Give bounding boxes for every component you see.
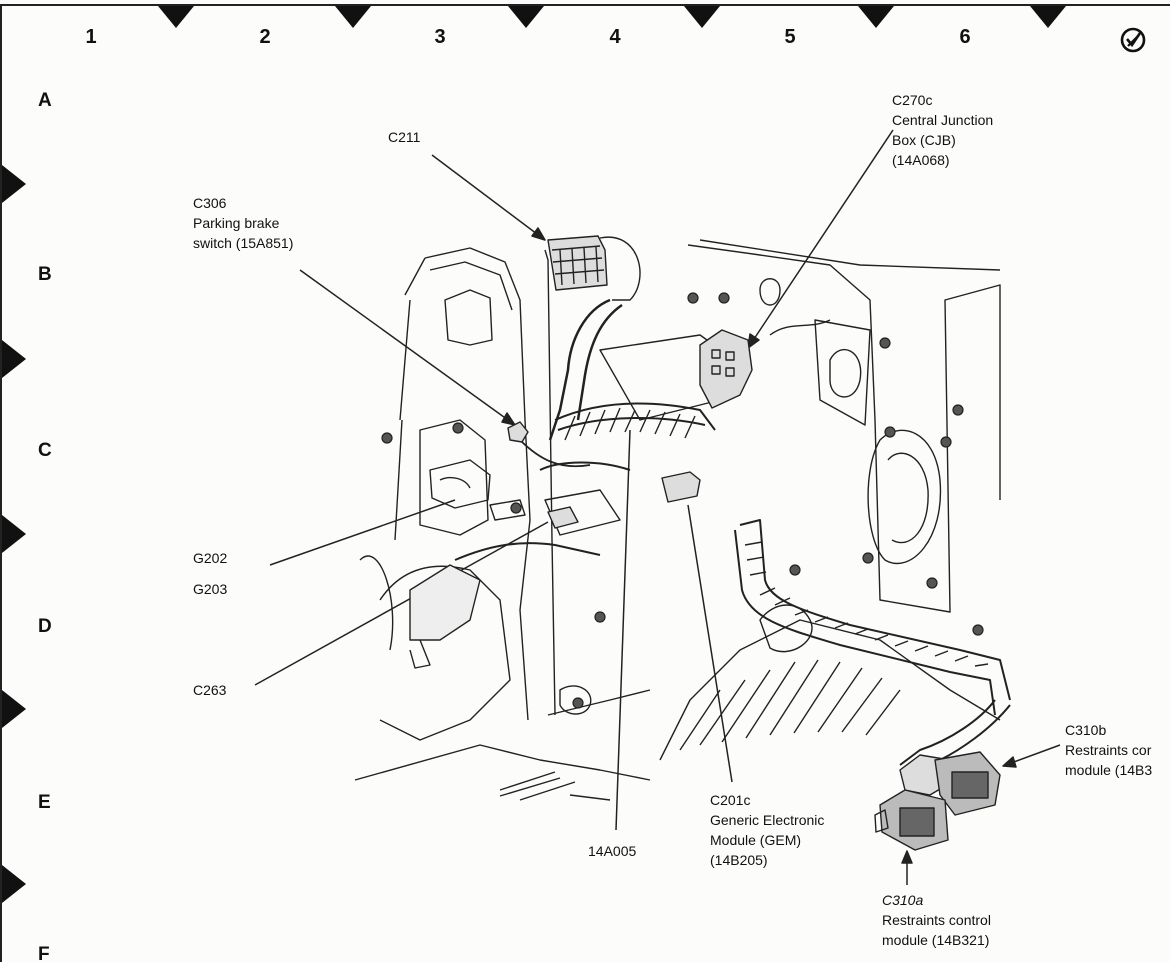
grid-row-label: D (38, 616, 52, 637)
grid-marker-left (2, 340, 26, 378)
grid-row-label: C (38, 440, 52, 461)
grid-row-label: A (38, 90, 52, 111)
callout-desc: Module (GEM) (710, 832, 802, 848)
callout-desc: Generic Electronic (710, 812, 825, 828)
callout-desc: (14A068) (892, 152, 950, 168)
callout-c270c: C270c Central Junction Box (CJB) (14A068… (892, 90, 993, 170)
callout-c306: C306 Parking brake switch (15A851) (193, 193, 293, 253)
callout-desc: module (14B321) (882, 932, 990, 948)
grid-marker-left (2, 865, 26, 903)
callout-code: G203 (193, 581, 228, 597)
callout-code: G202 (193, 550, 228, 566)
callout-code: C306 (193, 195, 227, 211)
grid-marker-left (2, 165, 26, 203)
bolts (381, 292, 984, 709)
callout-code: 14A005 (588, 843, 637, 859)
grid-marker-top (858, 6, 894, 28)
callout-c310a: C310a Restraints control module (14B321) (882, 890, 991, 950)
frame-top-border (0, 4, 1170, 6)
grid-marker-top (1030, 6, 1066, 28)
callout-desc: Central Junction (892, 112, 994, 128)
grid-row-label: B (38, 264, 52, 285)
grid-row-label: F (38, 944, 50, 965)
callout-g203: G203 (193, 579, 227, 599)
grid-row-label: E (38, 792, 51, 813)
callout-14a005: 14A005 (588, 841, 636, 861)
callout-g202: G202 (193, 548, 227, 568)
callout-c201c: C201c Generic Electronic Module (GEM) (1… (710, 790, 824, 870)
callout-desc: switch (15A851) (193, 235, 294, 251)
callout-desc: Parking brake (193, 215, 280, 231)
callout-desc: Restraints control (882, 912, 991, 928)
grid-marker-top (335, 6, 371, 28)
grid-column-label: 5 (784, 26, 796, 48)
grid-marker-left (2, 515, 26, 553)
callout-c310b: C310b Restraints cor module (14B3 (1065, 720, 1152, 780)
grid-column-label: 3 (434, 26, 446, 48)
callout-code: C270c (892, 92, 933, 108)
callout-c263: C263 (193, 680, 226, 700)
grid-marker-top (684, 6, 720, 28)
callout-desc: Restraints cor (1065, 742, 1152, 758)
grid-marker-top (158, 6, 194, 28)
grid-column-label: 4 (609, 26, 621, 48)
grid-column-label: 6 (959, 26, 971, 48)
callout-code: C263 (193, 682, 227, 698)
callout-code: C201c (710, 792, 751, 808)
crossed-circle-icon (1120, 27, 1146, 53)
callout-code: C310a (882, 892, 924, 908)
callout-desc: module (14B3 (1065, 762, 1153, 778)
grid-column-label: 2 (259, 26, 271, 48)
frame-left-border (0, 4, 2, 962)
leader-lines (254, 129, 1061, 885)
callout-code: C211 (388, 129, 421, 145)
grid-marker-top (508, 6, 544, 28)
callout-code: C310b (1065, 722, 1107, 738)
callout-desc: Box (CJB) (892, 132, 956, 148)
callout-c211: C211 (388, 127, 420, 147)
grid-marker-left (2, 690, 26, 728)
grid-column-label: 1 (85, 26, 97, 48)
callout-desc: (14B205) (710, 852, 768, 868)
